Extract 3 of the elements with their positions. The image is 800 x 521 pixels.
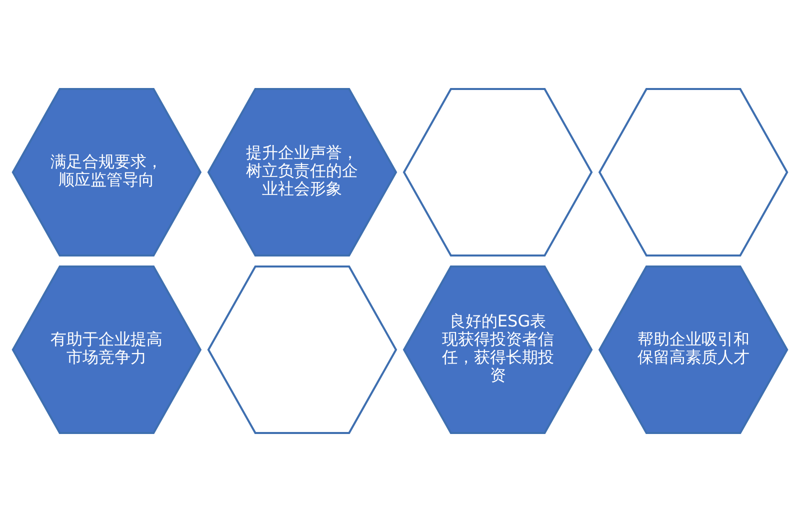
node-hexagon xyxy=(207,265,398,434)
node-hexagon xyxy=(598,88,788,256)
node-hexagon xyxy=(402,88,593,256)
